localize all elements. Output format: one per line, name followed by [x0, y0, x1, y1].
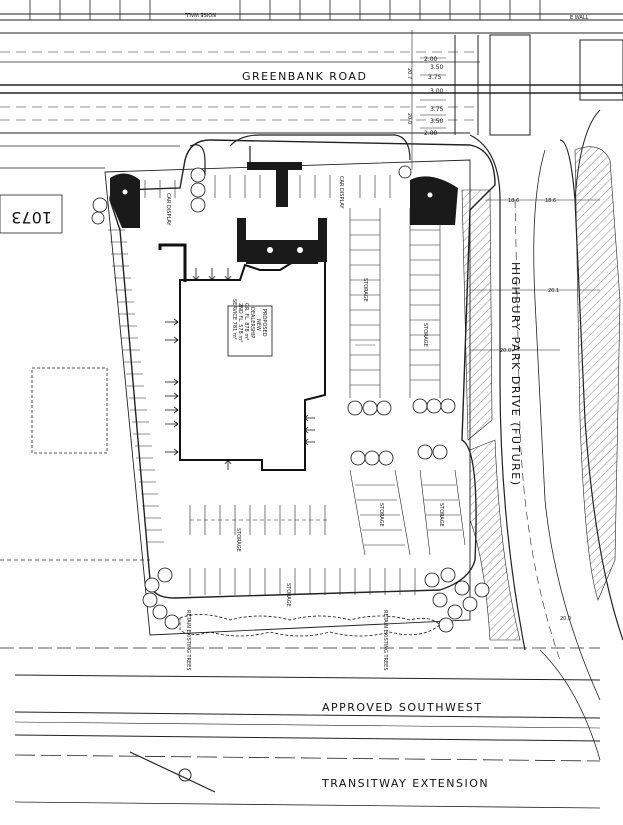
dim-3-75-bottom: 3.75	[430, 106, 444, 113]
trees	[91, 165, 490, 633]
building-label-line4: GR. FL. 878 m²	[243, 303, 249, 340]
canopy-markings	[122, 189, 433, 253]
dim-2-00-top: 2.00	[424, 56, 438, 63]
storage-label-3: STORAGE	[378, 503, 384, 527]
highbury-park-label: HIGHBURY PARK DRIVE (FUTURE)	[509, 262, 522, 487]
dim-20-0-b: 20.0	[560, 616, 571, 622]
boulevard-hatch-west-lower	[469, 439, 521, 641]
transitway-extension-label: TRANSITWAY EXTENSION	[321, 777, 489, 790]
building-label-line5: 2ND FL. 578 m²	[237, 303, 243, 342]
building-label-line3: DEALERSHIP	[249, 307, 255, 338]
greenbank-road	[0, 32, 623, 147]
transitway-corridor	[0, 647, 601, 809]
parking-lot-outline	[109, 139, 496, 599]
approved-southwest-label: APPROVED SOUTHWEST	[322, 701, 483, 714]
storage-label-4: STORAGE	[438, 503, 444, 527]
dim-18-6-b: 18.6	[545, 198, 556, 204]
dim-20-0-a: 20.0	[500, 348, 511, 354]
northeast-structures	[454, 34, 623, 136]
site-boundary	[104, 159, 471, 636]
dim-3-50-top: 3.50	[430, 64, 444, 71]
entrance-driveway	[189, 134, 411, 175]
building-label-line1: PROPOSED	[261, 309, 267, 337]
dealership-building	[179, 258, 326, 471]
dim-3-00: 3.00	[430, 88, 444, 95]
lot-number: 1073	[11, 208, 52, 227]
dim-20-0: 20.0	[406, 113, 412, 124]
dim-3-75-top: 3.75	[428, 74, 442, 81]
retain-trees-label-1: RETAIN EXISTING TREES	[185, 610, 191, 671]
storage-label-1: STORAGE	[362, 278, 368, 302]
parking-stalls	[108, 175, 466, 595]
building-label-line2: NEW	[255, 319, 261, 331]
building-label-box	[227, 305, 273, 357]
car-display-label-2: CAR DISPLAY	[338, 176, 344, 209]
greenbank-road-label: GREENBANK ROAD	[242, 70, 367, 83]
noise-wall-label-right: E WALL	[570, 15, 589, 21]
entry-arrows	[165, 268, 315, 470]
car-display-label: CAR DISPLAY	[165, 193, 171, 226]
building-north-wall	[158, 243, 187, 282]
dim-2-00-bottom: 2.00	[424, 130, 438, 137]
dim-3-50-bottom: 3.50	[430, 118, 444, 125]
retain-trees-label-2: RETAIN EXISTING TREES	[382, 610, 388, 671]
dim-18-6-a: 18.6	[508, 198, 519, 204]
greenbank-dimensions	[411, 30, 446, 170]
storage-label-2: STORAGE	[422, 323, 428, 347]
existing-trees-band	[179, 614, 441, 637]
noise-wall	[0, 0, 623, 21]
storage-label-5: STORAGE	[235, 528, 241, 552]
noise-wall-label: NOISE WALL	[185, 11, 216, 17]
service-canopies	[110, 162, 458, 264]
boulevard-hatch-east	[574, 146, 621, 601]
highbury-park-drive	[469, 109, 623, 701]
adjacent-lot	[0, 167, 150, 561]
boulevard-hatch-west	[461, 189, 493, 441]
storage-label-6: STORAGE	[285, 583, 291, 607]
building-label: PROPOSED NEW DEALERSHIP GR. FL. 878 m² 2…	[231, 299, 267, 342]
dim-20-1: 20.1	[548, 288, 559, 294]
dim-20-7: 20.7	[406, 68, 412, 79]
building-label-line6: SERVICE 781 m²	[231, 299, 237, 340]
